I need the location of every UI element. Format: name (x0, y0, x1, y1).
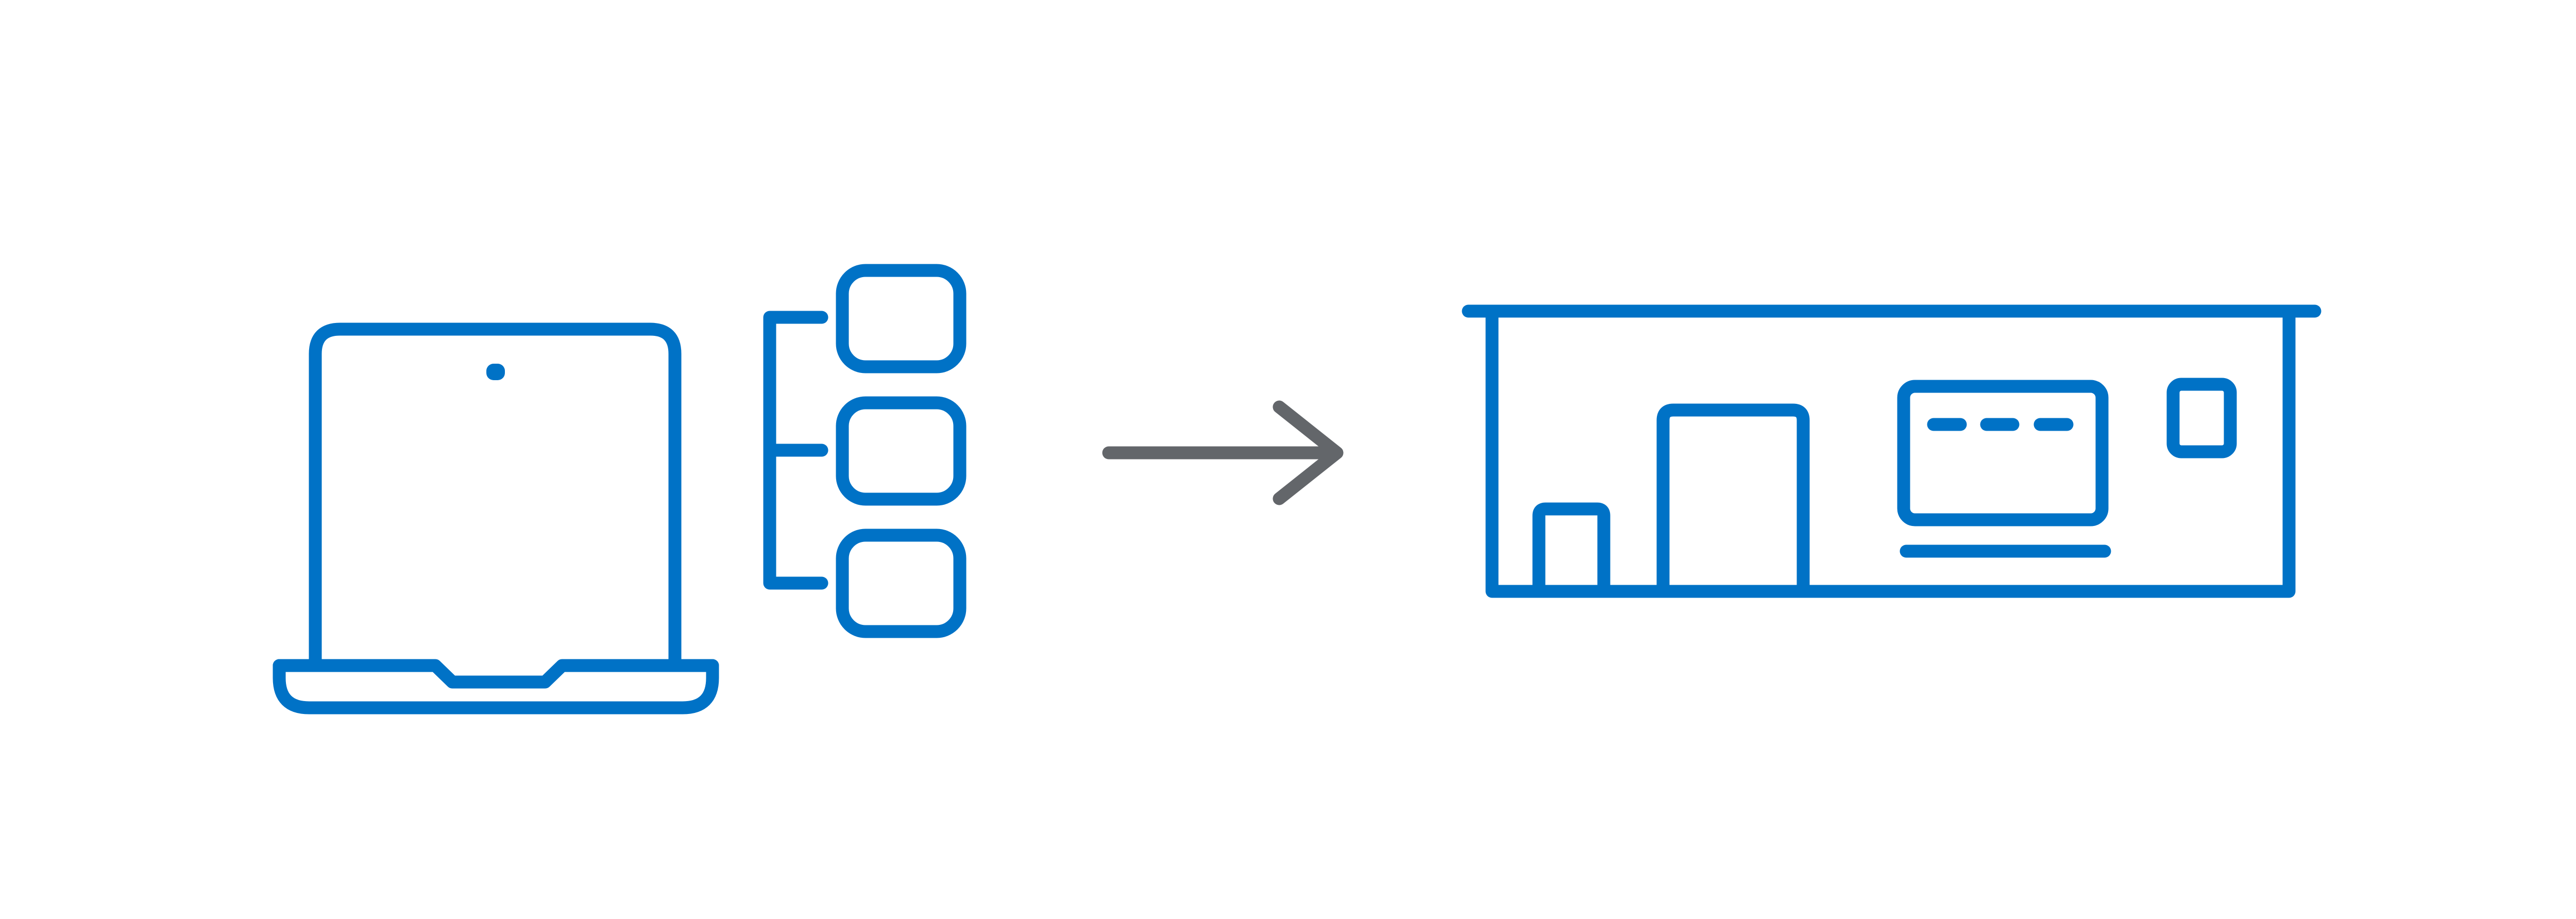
storefront-sign-board (1897, 380, 2109, 526)
laptop-base-hull (273, 659, 719, 714)
arrow-right-icon (1102, 400, 1344, 505)
storefront-small-box (1532, 502, 1611, 591)
storefront-walls-floor (1485, 315, 2296, 598)
laptop-icon (273, 322, 719, 714)
storefront-door (1656, 403, 1810, 591)
laptop-camera-dot (486, 364, 505, 380)
arrow-head (1273, 400, 1344, 505)
hierarchy-node-3 (836, 529, 967, 638)
hierarchy-icon (763, 264, 967, 638)
storefront-window (2166, 378, 2237, 458)
hierarchy-node-1 (836, 264, 967, 373)
laptop-screen (309, 322, 682, 666)
laptop-base-top-edge (273, 659, 719, 689)
hierarchy-node-2 (836, 396, 967, 506)
storefront-icon (1462, 304, 2321, 598)
